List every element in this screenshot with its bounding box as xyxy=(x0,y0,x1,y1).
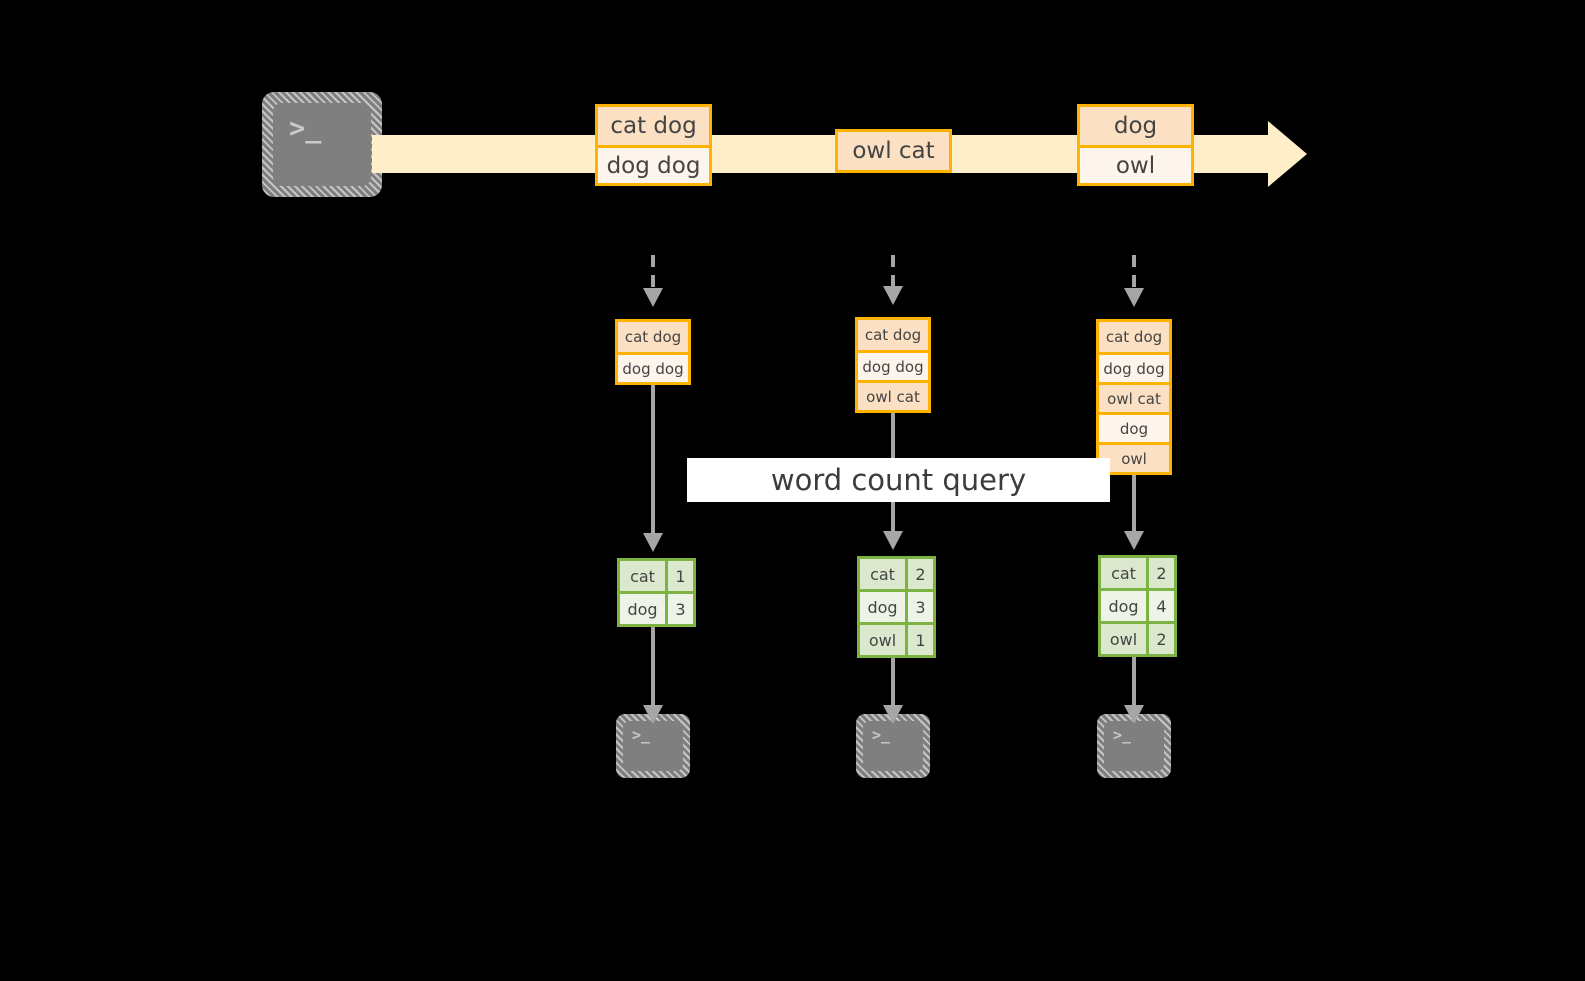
result-count: 3 xyxy=(905,592,933,622)
result-row: cat 2 xyxy=(1101,558,1174,588)
arrow-head-to-input-1 xyxy=(643,288,663,307)
input-table-column-2[interactable]: cat dog dog dog owl cat xyxy=(855,317,931,413)
result-word: owl xyxy=(1101,624,1146,654)
result-table-column-3[interactable]: cat 2 dog 4 owl 2 xyxy=(1098,555,1177,657)
result-count: 4 xyxy=(1146,591,1174,621)
input-row: dog dog xyxy=(858,350,928,380)
sink-terminal-icon-column-1: >_ xyxy=(616,714,690,778)
terminal-prompt: >_ xyxy=(289,113,322,144)
timeline-event-box-3[interactable]: dog owl xyxy=(1077,104,1194,186)
arrow-head-to-sink-2 xyxy=(883,705,903,724)
input-row: owl xyxy=(1099,442,1169,472)
terminal-body xyxy=(273,103,371,186)
input-table-column-3[interactable]: cat dog dog dog owl cat dog owl xyxy=(1096,319,1172,475)
result-word: cat xyxy=(860,559,905,589)
result-table-column-1[interactable]: cat 1 dog 3 xyxy=(617,558,696,627)
result-row: cat 1 xyxy=(620,561,693,591)
result-row: dog 4 xyxy=(1101,588,1174,621)
input-row: cat dog xyxy=(618,322,688,352)
terminal-prompt: >_ xyxy=(1113,726,1132,744)
timeline-event-box-1[interactable]: cat dog dog dog xyxy=(595,104,712,186)
terminal-body xyxy=(1104,721,1164,771)
arrow-head-to-sink-1 xyxy=(643,705,663,724)
result-row: cat 2 xyxy=(860,559,933,589)
input-row: dog xyxy=(1099,412,1169,442)
arrow-head-to-input-3 xyxy=(1124,288,1144,307)
result-row: owl 1 xyxy=(860,622,933,655)
result-count: 3 xyxy=(665,594,693,624)
result-word: cat xyxy=(620,561,665,591)
arrow-head-to-result-1 xyxy=(643,533,663,552)
terminal-prompt: >_ xyxy=(632,726,651,744)
arrow-head-to-sink-3 xyxy=(1124,705,1144,724)
dashed-connector-column-2 xyxy=(891,255,895,288)
input-row: cat dog xyxy=(1099,322,1169,352)
result-word: dog xyxy=(1101,591,1146,621)
connector-input-to-result-1 xyxy=(651,385,655,535)
timeline-event-box-2[interactable]: owl cat xyxy=(835,129,952,173)
dashed-connector-column-1 xyxy=(651,255,655,290)
result-count: 1 xyxy=(665,561,693,591)
arrow-head-to-result-2 xyxy=(883,531,903,550)
dashed-connector-column-3 xyxy=(1132,255,1136,290)
timeline-event-line: owl cat xyxy=(838,132,949,170)
result-table-column-2[interactable]: cat 2 dog 3 owl 1 xyxy=(857,556,936,658)
terminal-body xyxy=(623,721,683,771)
result-word: cat xyxy=(1101,558,1146,588)
connector-input-to-result-3 xyxy=(1132,475,1136,533)
result-word: dog xyxy=(620,594,665,624)
connector-result-to-sink-1 xyxy=(651,622,655,707)
query-label: word count query xyxy=(687,458,1110,502)
timeline-event-line: owl xyxy=(1080,145,1191,183)
input-row: dog dog xyxy=(618,352,688,382)
result-count: 2 xyxy=(1146,624,1174,654)
result-word: owl xyxy=(860,625,905,655)
input-row: owl cat xyxy=(1099,382,1169,412)
result-count: 1 xyxy=(905,625,933,655)
terminal-body xyxy=(863,721,923,771)
timeline-event-line: dog xyxy=(1080,107,1191,145)
arrow-head-to-result-3 xyxy=(1124,531,1144,550)
source-terminal-icon: >_ xyxy=(262,92,382,197)
input-row: dog dog xyxy=(1099,352,1169,382)
result-row: dog 3 xyxy=(620,591,693,624)
timeline-event-line: dog dog xyxy=(598,145,709,183)
sink-terminal-icon-column-2: >_ xyxy=(856,714,930,778)
result-count: 2 xyxy=(1146,558,1174,588)
connector-result-to-sink-2 xyxy=(891,650,895,707)
timeline-arrow-head xyxy=(1268,121,1307,187)
arrow-head-to-input-2 xyxy=(883,286,903,305)
timeline-event-line: cat dog xyxy=(598,107,709,145)
sink-terminal-icon-column-3: >_ xyxy=(1097,714,1171,778)
result-word: dog xyxy=(860,592,905,622)
result-row: owl 2 xyxy=(1101,621,1174,654)
input-row: cat dog xyxy=(858,320,928,350)
result-row: dog 3 xyxy=(860,589,933,622)
input-table-column-1[interactable]: cat dog dog dog xyxy=(615,319,691,385)
terminal-prompt: >_ xyxy=(872,726,891,744)
connector-result-to-sink-3 xyxy=(1132,649,1136,707)
result-count: 2 xyxy=(905,559,933,589)
input-row: owl cat xyxy=(858,380,928,410)
